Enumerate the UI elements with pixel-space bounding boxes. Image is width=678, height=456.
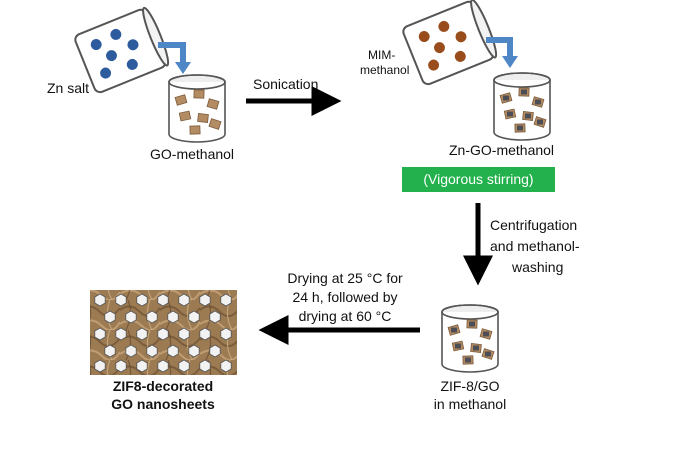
- zif-crystal: [455, 343, 461, 349]
- zif-crystal: [517, 125, 523, 131]
- zif-crystal: [525, 113, 531, 119]
- zif8-crystal-icon: [125, 344, 137, 358]
- zn-salt-particle: [90, 39, 102, 51]
- go-sheet: [189, 125, 201, 135]
- zif8-crystal-icon: [136, 293, 148, 307]
- mim-label-line2: methanol: [360, 63, 410, 77]
- drying-label-line3: drying at 60 °C: [298, 308, 392, 324]
- zif8-crystal-icon: [178, 327, 190, 341]
- mim-particle: [418, 31, 430, 43]
- go-beaker-icon: [168, 74, 226, 143]
- go-sheet: [208, 118, 222, 130]
- zn-go-methanol-label: Zn-GO-methanol: [449, 142, 555, 158]
- zif8-crystal-icon: [178, 359, 190, 373]
- zif8-crystal-icon: [220, 359, 232, 373]
- go-sheet: [174, 94, 188, 106]
- go-sheet: [197, 113, 209, 123]
- zif8-crystal-icon: [157, 293, 169, 307]
- pour-arrow-icon: [158, 42, 186, 64]
- product-label-line2: GO nanosheets: [111, 396, 215, 412]
- zif8-crystal-icon: [199, 327, 211, 341]
- zif-crystal: [503, 95, 509, 101]
- zif8-crystal-icon: [157, 327, 169, 341]
- zif8-crystal-icon: [125, 310, 137, 324]
- zif8-crystal-icon: [115, 293, 127, 307]
- mim-beaker-icon: [402, 0, 498, 86]
- mim-label-line1: MIM-: [368, 48, 396, 62]
- centrifugation-label-line2: and methanol-: [490, 238, 580, 254]
- mim-particle: [455, 31, 467, 43]
- zif8-crystal-icon: [157, 359, 169, 373]
- pour-arrow-icon: [486, 37, 513, 58]
- zif-go-label-line2: in methanol: [433, 396, 507, 412]
- centrifugation-label-line1: Centrifugation: [490, 217, 578, 233]
- zif-crystal: [485, 351, 491, 357]
- zif8-crystal-icon: [104, 344, 116, 358]
- go-sheet: [193, 89, 205, 99]
- zif-crystal: [465, 357, 471, 363]
- zn-salt-particle: [126, 58, 138, 70]
- zif-go-beaker-icon: [441, 304, 499, 373]
- zif-crystal: [469, 321, 475, 327]
- go-sheet: [206, 98, 220, 110]
- zif-crystal: [473, 345, 479, 351]
- zif8-crystal-icon: [94, 327, 106, 341]
- drying-label-line2: 24 h, followed by: [292, 289, 398, 305]
- pour-arrowhead-icon: [175, 62, 191, 74]
- zn-go-beaker-icon: [493, 72, 551, 141]
- drying-label-line1: Drying at 25 °C for: [287, 270, 403, 286]
- mim-particle: [428, 59, 440, 71]
- zif8-crystal-icon: [188, 310, 200, 324]
- zif8-crystal-icon: [115, 359, 127, 373]
- zif8-crystal-icon: [115, 327, 127, 341]
- zif8-crystal-icon: [199, 293, 211, 307]
- zn-salt-particle: [127, 39, 139, 51]
- zn-salt-particle: [100, 67, 112, 79]
- pour-arrowhead-icon: [502, 56, 518, 68]
- zif8-crystal-icon: [136, 359, 148, 373]
- vigorous-stirring-badge: (Vigorous stirring): [402, 167, 555, 192]
- centrifugation-label-line3: washing: [512, 259, 564, 275]
- zif8-crystal-icon: [136, 327, 148, 341]
- zif8-crystal-icon: [94, 359, 106, 373]
- zif8-crystal-icon: [94, 293, 106, 307]
- zif8-crystal-icon: [220, 293, 232, 307]
- zif8-crystal-icon: [209, 344, 221, 358]
- zn-salt-label: Zn salt: [47, 80, 90, 96]
- zif8-crystal-icon: [146, 344, 158, 358]
- zn-salt-beaker-icon: [74, 6, 170, 94]
- zif8-crystal-icon: [209, 310, 221, 324]
- zn-salt-particle: [110, 28, 122, 40]
- go-methanol-label: GO-methanol: [150, 146, 235, 162]
- zif8-crystal-icon: [188, 344, 200, 358]
- zif8-crystal-icon: [146, 310, 158, 324]
- go-sheet: [178, 110, 192, 122]
- zif8-crystal-icon: [199, 359, 211, 373]
- zif8-crystal-icon: [178, 293, 190, 307]
- zif8-crystal-icon: [167, 344, 179, 358]
- zif-crystal: [451, 327, 457, 333]
- nanosheet-image: [90, 290, 237, 375]
- zif-crystal: [507, 111, 513, 117]
- zif-crystal: [537, 119, 543, 125]
- sonication-label: Sonication: [253, 76, 319, 92]
- zn-salt-particle: [105, 50, 117, 62]
- zif8-crystal-icon: [104, 310, 116, 324]
- zif-crystal: [521, 89, 527, 95]
- zif-crystal: [535, 99, 541, 105]
- mim-particle: [438, 20, 450, 32]
- mim-particle: [454, 50, 466, 62]
- zif-crystal: [483, 331, 489, 337]
- mim-particle: [433, 42, 445, 54]
- product-label-line1: ZIF8-decorated: [112, 378, 214, 394]
- zif8-crystal-icon: [220, 327, 232, 341]
- zif-go-label-line1: ZIF-8/GO: [440, 378, 500, 394]
- zif8-crystal-icon: [167, 310, 179, 324]
